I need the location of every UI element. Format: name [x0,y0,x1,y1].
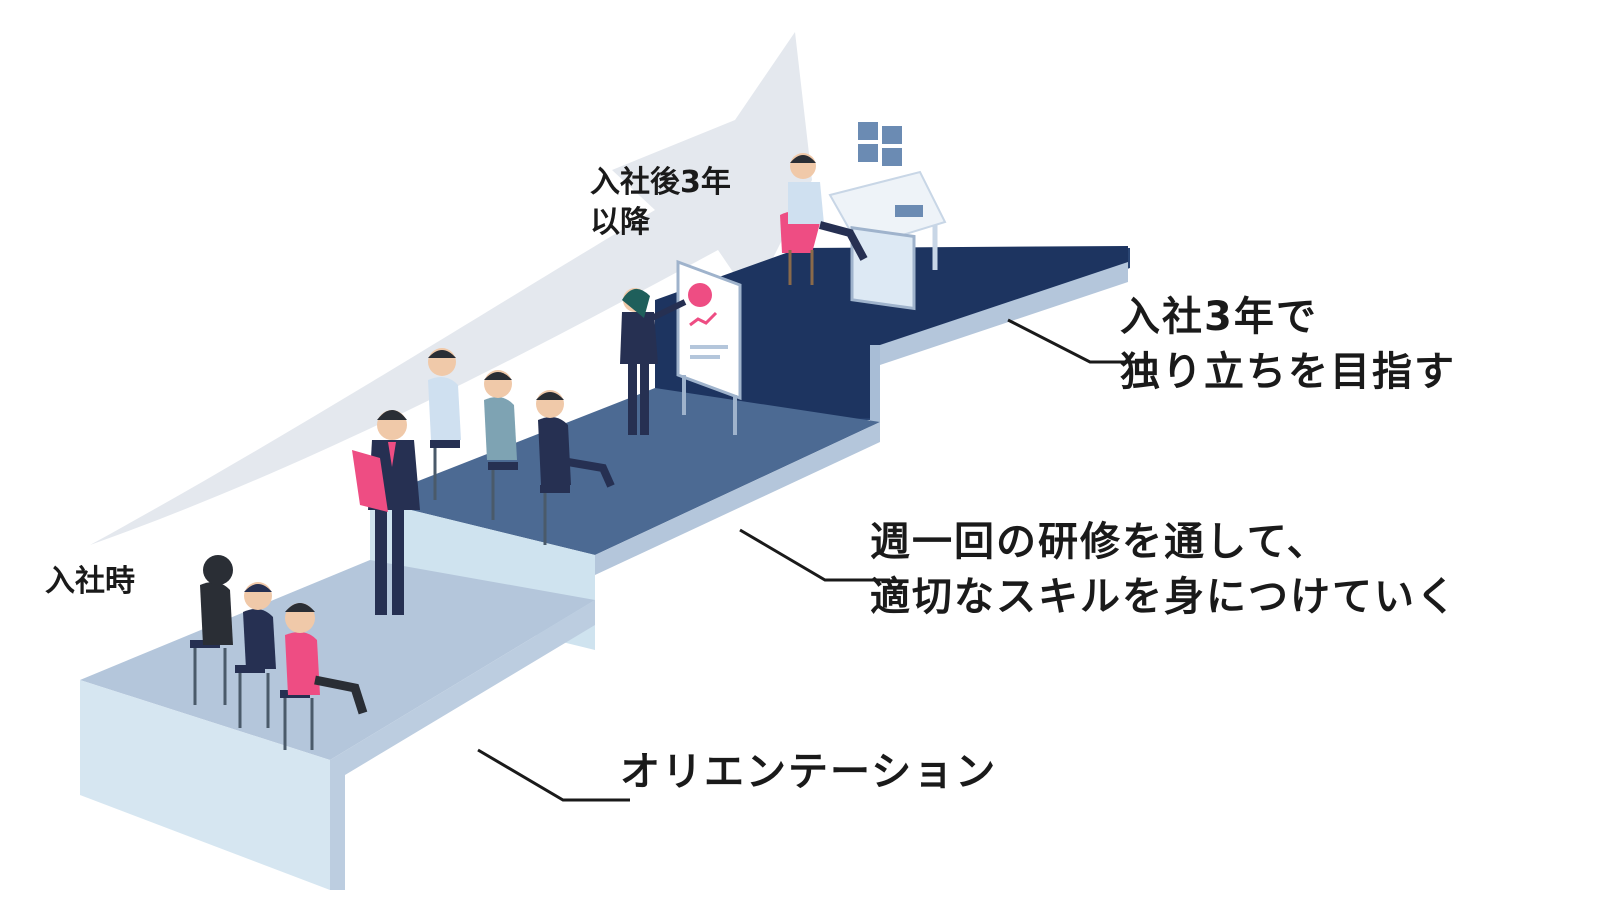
callout-training-line2: 適切なスキルを身につけていく [870,574,1458,620]
trainee-figure [484,370,518,520]
stage-label-start: 入社時 [45,564,135,599]
stage-label-after-line2: 以降 [590,205,650,240]
seated-trainees-training [428,348,615,545]
trainee-figure [428,348,461,500]
leader-line-independent [1007,318,1150,364]
callout-independent-line2: 独り立ちを目指す [1120,349,1456,395]
seated-trainees-orientation [190,555,368,750]
leader-line-orientation [477,748,630,802]
step-1-platform [80,560,595,890]
stage-label-after-line1: 入社後3年 [590,165,731,200]
trainee-figure [536,390,615,545]
trainee-figure [280,603,368,750]
remote-worker-at-desk [780,122,947,311]
callout-orientation: オリエンテーション [620,749,998,795]
trainee-figure [190,555,233,705]
leader-line-training [739,528,890,582]
callout-independent-line1: 入社3年で [1120,294,1318,340]
step-3-platform [655,246,1130,430]
presenter-with-whiteboard [620,259,742,435]
trainee-figure [235,582,276,728]
standing-instructor [352,410,420,615]
callout-training-line1: 週一回の研修を通して、 [870,519,1329,565]
